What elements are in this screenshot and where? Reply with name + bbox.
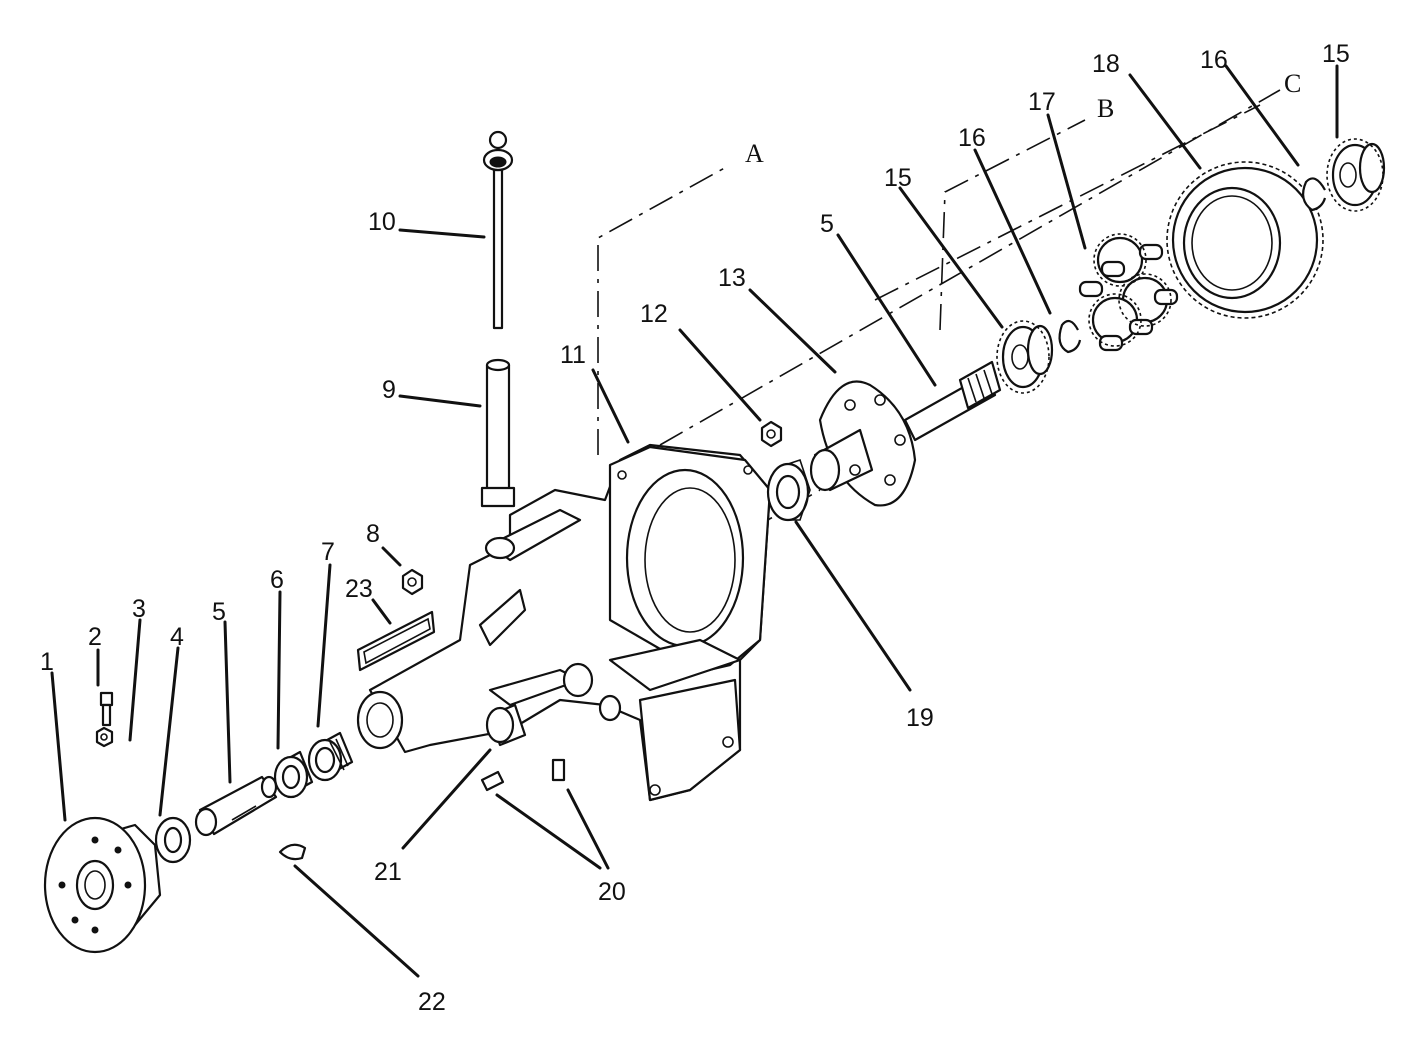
part-nut-mid [401, 568, 424, 596]
part-planet-gears [1078, 233, 1179, 352]
part-hub-flange [43, 816, 162, 954]
axis-labels: A B C [745, 69, 1301, 168]
callout-21: 21 [374, 858, 402, 886]
leader-lines [50, 64, 1339, 978]
callout-11: 11 [560, 341, 586, 369]
part-bushing [485, 703, 527, 747]
part-nut-large [760, 420, 783, 448]
part-washer [154, 816, 192, 864]
callout-10: 10 [368, 208, 396, 236]
callout-20: 20 [598, 878, 626, 906]
part-needle-bearing [307, 731, 354, 782]
part-axle-shaft [194, 775, 278, 837]
callout-4: 4 [170, 623, 184, 651]
callout-13: 13 [718, 264, 746, 292]
callout-15-lower: 15 [884, 164, 912, 192]
callout-5-upper: 5 [820, 210, 834, 238]
part-nut-small [95, 726, 114, 748]
part-snap-ring-upper [1301, 177, 1327, 212]
axis-label-b: B [1097, 94, 1114, 123]
centerline-c [659, 89, 1281, 446]
callout-16-lower: 16 [958, 124, 986, 152]
callout-15-upper: 15 [1322, 40, 1350, 68]
callout-22: 22 [418, 988, 446, 1016]
callout-9: 9 [382, 376, 396, 404]
part-snap-ring-lower [1058, 319, 1082, 354]
part-ball-bearing [766, 458, 811, 522]
axis-label-a: A [745, 139, 764, 168]
part-sun-gear-lower [996, 320, 1054, 394]
part-bolt [99, 691, 114, 727]
axis-label-c: C [1284, 69, 1301, 98]
callout-17: 17 [1028, 88, 1056, 116]
part-ring-gear [1166, 161, 1324, 319]
part-sun-gear-upper [1326, 138, 1386, 212]
callout-8: 8 [366, 520, 380, 548]
part-housing [356, 443, 772, 802]
callout-18: 18 [1092, 50, 1120, 78]
part-set-screw-a [480, 770, 505, 792]
part-splined-shaft [903, 360, 1002, 442]
part-bearing [273, 750, 314, 799]
callout-23: 23 [345, 575, 373, 603]
part-rod [482, 130, 514, 330]
callout-3: 3 [132, 595, 146, 623]
part-pivot-pin [480, 358, 516, 508]
callout-12: 12 [640, 300, 668, 328]
callout-1: 1 [40, 648, 54, 676]
callout-5-lower: 5 [212, 598, 226, 626]
callout-labels: 1 2 3 4 5 6 7 8 9 10 11 12 13 5 15 16 17… [40, 40, 1350, 1016]
part-woodruff-key [278, 843, 307, 861]
callout-16-upper: 16 [1200, 46, 1228, 74]
part-carrier-plate [809, 380, 917, 507]
part-set-screw-b [551, 758, 566, 782]
callout-6: 6 [270, 566, 284, 594]
part-decal [356, 610, 436, 672]
callout-7: 7 [321, 538, 335, 566]
callout-2: 2 [88, 623, 102, 651]
callout-19: 19 [906, 704, 934, 732]
